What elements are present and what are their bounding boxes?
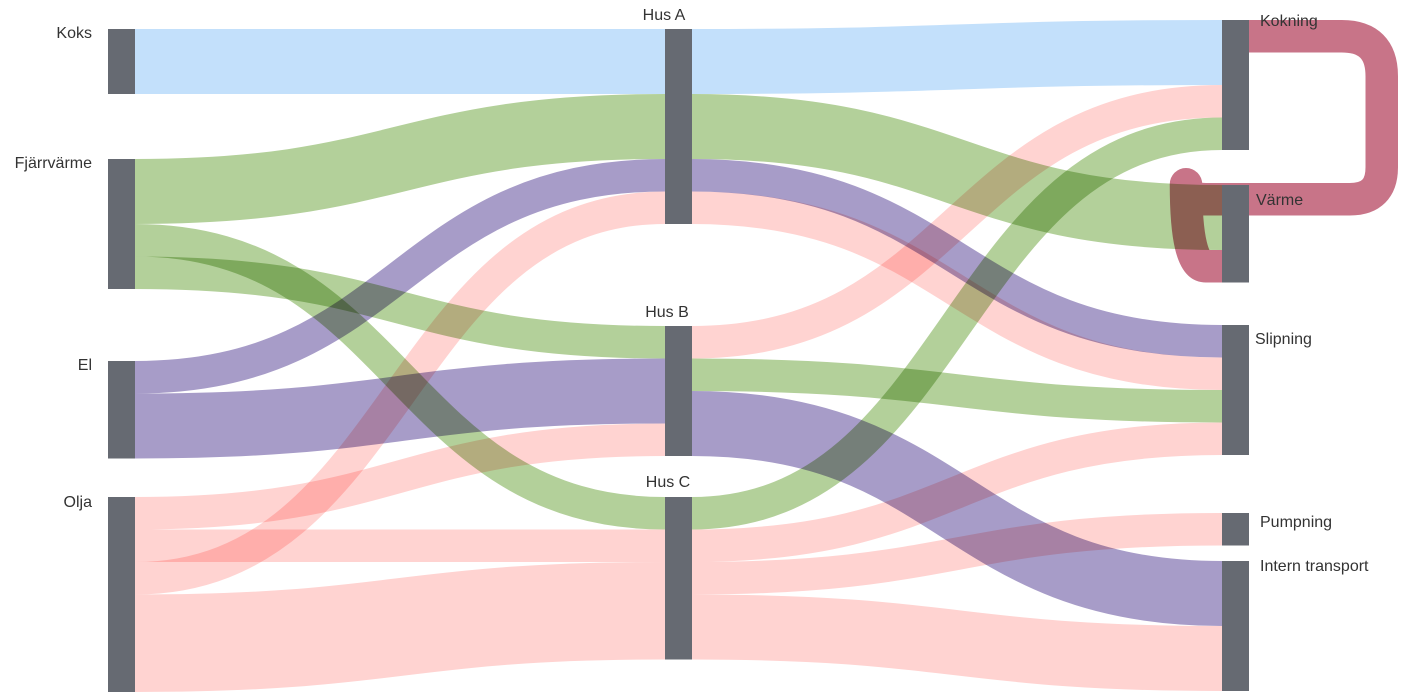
node-koks: [108, 29, 135, 94]
node-kokning: [1222, 20, 1249, 150]
node-label-intern: Intern transport: [1260, 558, 1369, 575]
link-husb-slipning: [691, 358, 1223, 423]
node-husc: [665, 497, 692, 660]
node-slipning: [1222, 325, 1249, 455]
node-husb: [665, 326, 692, 456]
node-pumpning: [1222, 513, 1249, 546]
nodes-layer: [108, 20, 1249, 692]
link-el-husa: [134, 159, 666, 394]
link-husa-varme: [691, 94, 1223, 250]
link-kokning-varme: [1169, 20, 1398, 283]
node-label-varme: Värme: [1256, 192, 1303, 209]
link-husc-kokning: [691, 117, 1223, 530]
node-label-slipning: Slipning: [1255, 331, 1312, 348]
node-olja: [108, 497, 135, 692]
node-intern: [1222, 561, 1249, 691]
node-label-husb: Hus B: [645, 304, 689, 321]
link-husa-slipning: [691, 191, 1223, 390]
link-fjarrvarme-husa: [134, 94, 666, 224]
node-label-pumpning: Pumpning: [1260, 514, 1332, 531]
node-husa: [665, 29, 692, 224]
link-husa-kokning: [691, 20, 1223, 94]
node-label-olja: Olja: [64, 494, 93, 511]
link-olja-husc: [134, 562, 666, 692]
link-husb-kokning: [691, 85, 1223, 359]
node-label-husc: Hus C: [646, 474, 690, 491]
node-fjarrvarme: [108, 159, 135, 289]
link-olja-husb: [134, 423, 666, 530]
node-label-el: El: [78, 357, 92, 374]
node-label-husa: Hus A: [643, 7, 686, 24]
link-olja-husa: [134, 191, 666, 595]
link-husc-pumpning: [691, 513, 1223, 595]
link-fjarrvarme-husb: [134, 256, 666, 359]
node-label-kokning: Kokning: [1260, 13, 1318, 30]
node-el: [108, 361, 135, 459]
link-husc-intern: [691, 594, 1223, 691]
node-label-fjarrvarme: Fjärrvärme: [15, 155, 92, 172]
link-husc-slipning: [691, 422, 1223, 562]
links-layer: [134, 20, 1398, 692]
node-label-koks: Koks: [56, 25, 92, 42]
link-husa-slipning: [691, 159, 1223, 358]
node-varme: [1222, 185, 1249, 283]
